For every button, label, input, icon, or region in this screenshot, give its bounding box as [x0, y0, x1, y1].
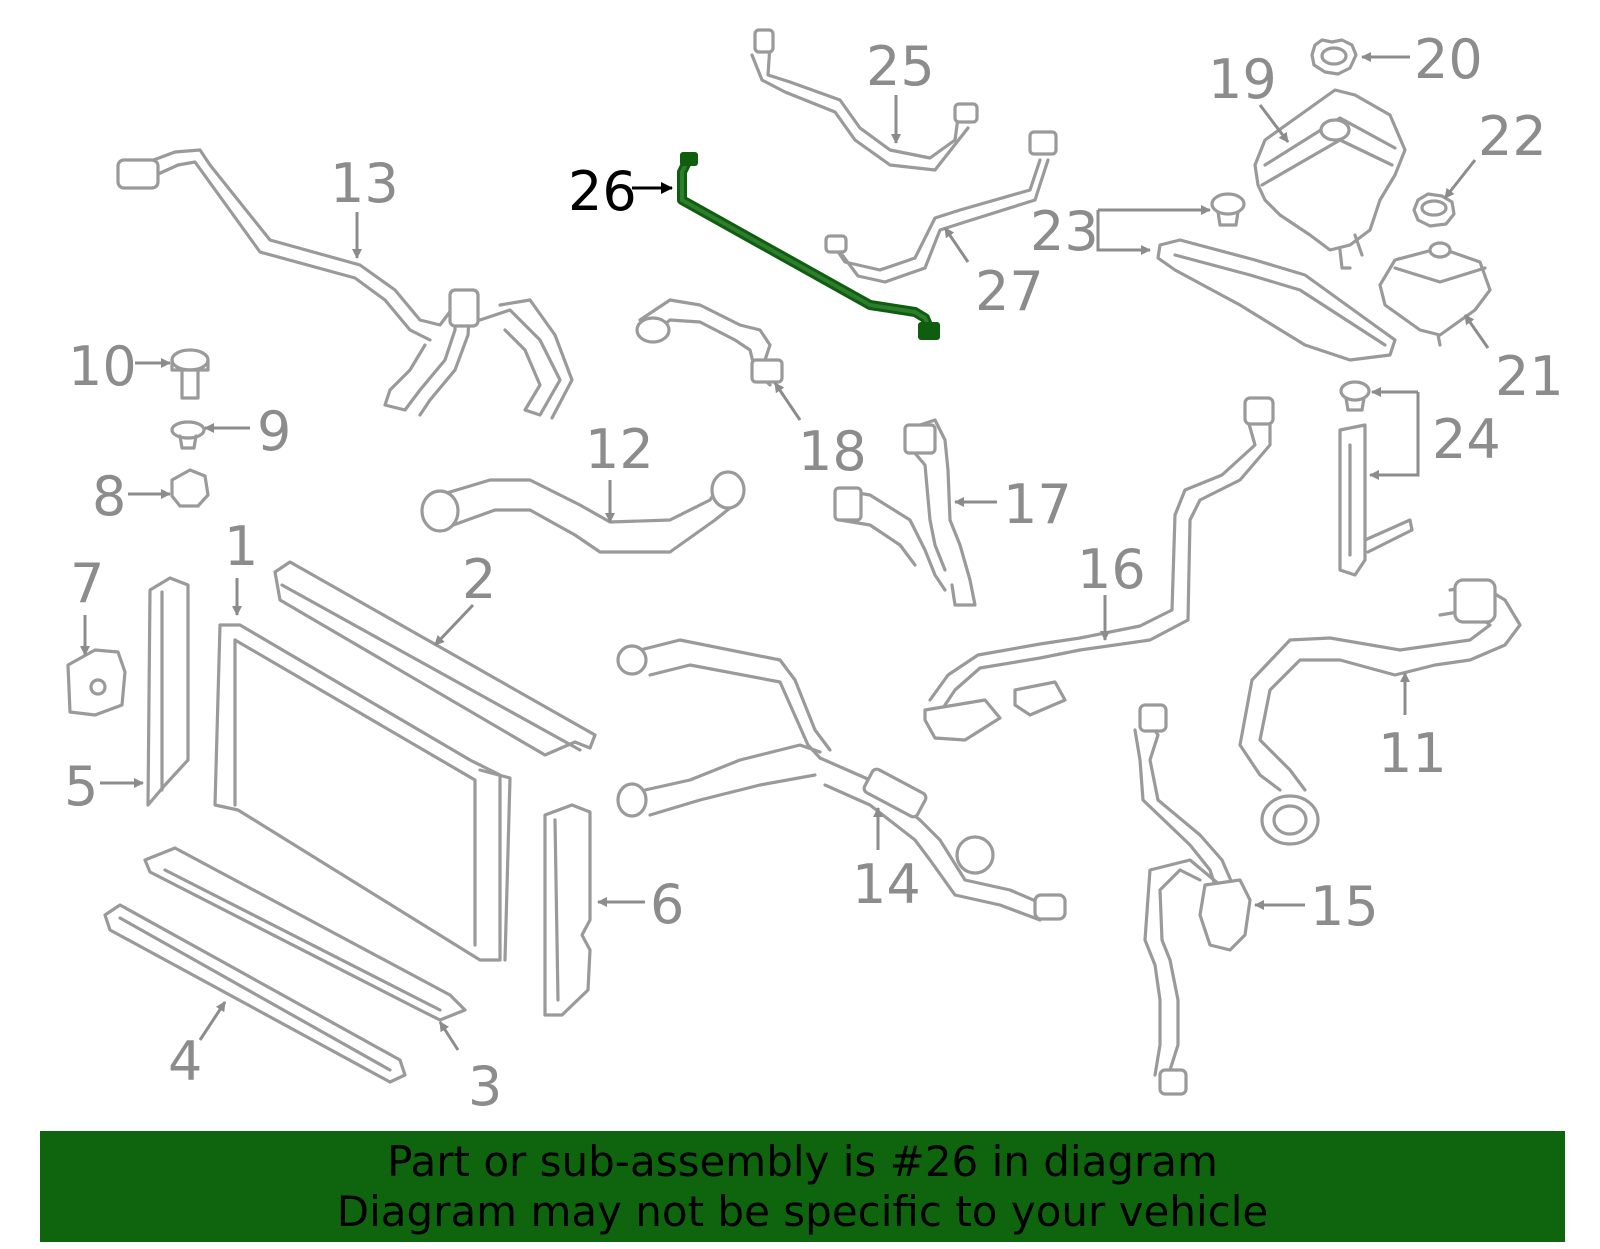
- callout-label-22: 22: [1478, 105, 1547, 168]
- part-26-pipe-highlighted[interactable]: [677, 152, 940, 340]
- callout-label-16: 16: [1077, 538, 1146, 601]
- part-4-member[interactable]: [103, 903, 407, 1084]
- part-14-hose[interactable]: [616, 638, 1067, 922]
- callout-label-10: 10: [68, 335, 137, 398]
- callout-label-13: 13: [330, 152, 399, 215]
- callout-label-18: 18: [798, 420, 867, 483]
- callout-label-14: 14: [852, 853, 921, 916]
- part-17-hose[interactable]: [833, 418, 977, 607]
- part-12-hose[interactable]: [420, 470, 746, 554]
- part-19-reservoir[interactable]: [1253, 88, 1407, 270]
- part-2-strip[interactable]: [273, 560, 597, 757]
- part-6-shroud[interactable]: [543, 803, 592, 1017]
- part-13-hose[interactable]: [116, 148, 574, 420]
- callout-label-26-highlighted: 26: [568, 160, 637, 223]
- callout-label-21: 21: [1495, 345, 1564, 408]
- callout-label-6: 6: [650, 873, 684, 936]
- part-23-bracket[interactable]: [1156, 192, 1397, 362]
- part-22-cap[interactable]: [1412, 192, 1456, 228]
- callout-label-25: 25: [866, 35, 935, 98]
- callout-arrows: [80, 52, 1490, 1051]
- callout-label-4: 4: [168, 1030, 202, 1093]
- part-7-bracket[interactable]: [66, 648, 127, 717]
- part-1-radiator[interactable]: [213, 623, 512, 962]
- callout-labels: 1 2 3 4 5 6 7 8 9 10 11 12 13 14 15 16 1…: [64, 28, 1564, 1118]
- part-3-member[interactable]: [143, 846, 467, 1022]
- callout-label-7: 7: [70, 552, 104, 615]
- part-18-hose[interactable]: [635, 298, 784, 387]
- callout-label-2: 2: [462, 548, 496, 611]
- part-21-tank[interactable]: [1378, 241, 1492, 347]
- callout-label-11: 11: [1378, 722, 1447, 785]
- callout-label-3: 3: [468, 1055, 502, 1118]
- part-11-hose[interactable]: [1238, 578, 1522, 846]
- callout-label-5: 5: [64, 755, 98, 818]
- callout-label-12: 12: [585, 418, 654, 481]
- callout-label-23: 23: [1030, 200, 1099, 263]
- callout-label-20: 20: [1414, 28, 1483, 91]
- part-25-hose[interactable]: [750, 28, 979, 172]
- banner-line-2: Diagram may not be specific to your vehi…: [336, 1187, 1269, 1236]
- part-27-hose[interactable]: [824, 130, 1058, 284]
- callout-label-8: 8: [92, 465, 126, 528]
- notice-banner: Part or sub-assembly is #26 in diagram D…: [40, 1131, 1565, 1242]
- part-20-cap[interactable]: [1310, 38, 1358, 76]
- callout-label-17: 17: [1003, 473, 1072, 536]
- part-9-clip[interactable]: [170, 420, 206, 450]
- callout-label-27: 27: [975, 260, 1044, 323]
- callout-label-1: 1: [224, 515, 258, 578]
- callout-label-9: 9: [257, 400, 291, 463]
- callout-label-19: 19: [1208, 48, 1277, 111]
- part-16-hose[interactable]: [923, 396, 1275, 742]
- part-5-seal[interactable]: [146, 576, 190, 807]
- callout-label-15: 15: [1310, 875, 1379, 938]
- part-24-bracket[interactable]: [1338, 380, 1414, 577]
- part-10-bolt[interactable]: [170, 348, 210, 400]
- callout-label-24: 24: [1432, 408, 1501, 471]
- part-8-clip[interactable]: [170, 468, 210, 508]
- part-15-hose[interactable]: [1133, 703, 1252, 1096]
- banner-line-1: Part or sub-assembly is #26 in diagram: [387, 1137, 1218, 1186]
